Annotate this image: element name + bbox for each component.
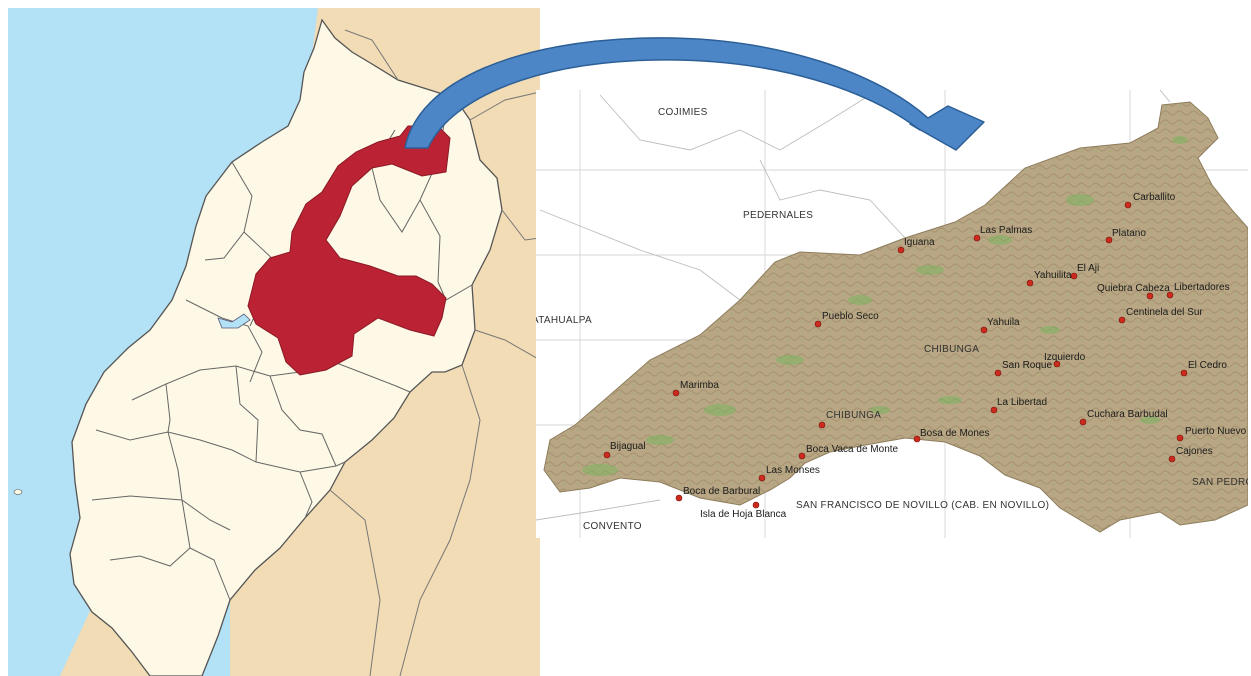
point-el-aji [1070, 272, 1078, 280]
point-san-roque [994, 369, 1002, 377]
place-label-boca-vaca-de-monte: Boca Vaca de Monte [806, 444, 899, 455]
detail-map: COJIMIES PEDERNALES ATAHUALPA CHIBUNGA C… [532, 90, 1251, 538]
neighbor-borders [329, 29, 540, 676]
place-label-san-roque: San Roque [1002, 360, 1052, 371]
arrow-body [404, 37, 985, 151]
place-label-las-monses: Las Monses [766, 465, 820, 476]
place-label-bijagual: Bijagual [610, 441, 646, 452]
place-label-libertadores: Libertadores [1174, 282, 1230, 293]
point-cuchara-barbudal [1079, 418, 1087, 426]
settlement-points [603, 201, 1188, 509]
place-label-puerto-nuevo: Puerto Nuevo [1185, 426, 1247, 437]
islet [13, 489, 23, 495]
region-label-atahualpa: ATAHUALPA [532, 315, 592, 326]
point-cajones [1168, 455, 1176, 463]
point-boca-vaca-de-monte [798, 452, 806, 460]
region-label-chibunga-south: CHIBUNGA [826, 410, 881, 421]
point-la-libertad [990, 406, 998, 414]
point-las-palmas [973, 234, 981, 242]
place-labels: Carballito Las Palmas Iguana Platano El … [610, 192, 1247, 520]
place-label-bosa-de-mones: Bosa de Mones [920, 428, 990, 439]
place-label-el-aji: El Aji [1077, 263, 1099, 274]
vegetation-patches [582, 136, 1188, 476]
place-label-yahuilita: Yahuilita [1034, 270, 1072, 281]
place-label-marimba: Marimba [680, 380, 719, 391]
place-label-isla-de-hoja-blanca: Isla de Hoja Blanca [700, 509, 787, 520]
place-label-la-libertad: La Libertad [997, 397, 1047, 408]
place-label-carballito: Carballito [1133, 192, 1176, 203]
place-label-quiebra-cabeza: Quiebra Cabeza [1097, 283, 1170, 294]
place-label-platano: Platano [1112, 228, 1146, 239]
point-las-monses [758, 474, 766, 482]
point-bosa-de-mones [913, 435, 921, 443]
point-isla-de-hoja-blanca [752, 501, 760, 509]
point-quiebra-cabeza [1146, 292, 1154, 300]
region-labels: COJIMIES PEDERNALES ATAHUALPA CHIBUNGA C… [532, 107, 1251, 532]
point-platano [1105, 236, 1113, 244]
point-libertadores [1166, 291, 1174, 299]
river-estuary [217, 313, 251, 329]
region-label-chibunga-center: CHIBUNGA [924, 344, 979, 355]
place-label-el-cedro: El Cedro [1188, 360, 1227, 371]
region-label-pedernales: PEDERNALES [743, 210, 813, 221]
highlighted-canton [247, 125, 451, 376]
point-chibunga [818, 421, 826, 429]
point-puerto-nuevo [1176, 434, 1184, 442]
point-iguana [897, 246, 905, 254]
point-carballito [1124, 201, 1132, 209]
point-yahuila [980, 326, 988, 334]
parish-borders [536, 90, 1171, 521]
place-label-las-palmas: Las Palmas [980, 225, 1032, 236]
place-label-izquierdo: Izquierdo [1044, 352, 1086, 363]
region-label-convento: CONVENTO [583, 521, 642, 532]
point-boca-de-barbural [675, 494, 683, 502]
place-label-cuchara-barbudal: Cuchara Barbudal [1087, 409, 1168, 420]
overview-map [8, 8, 540, 676]
place-label-cajones: Cajones [1176, 446, 1213, 457]
region-label-cojimies: COJIMIES [658, 107, 708, 118]
place-label-pueblo-seco: Pueblo Seco [822, 311, 879, 322]
place-label-boca-de-barbural: Boca de Barbural [683, 486, 760, 497]
curved-arrow [404, 37, 985, 151]
point-bijagual [603, 451, 611, 459]
point-el-cedro [1180, 369, 1188, 377]
point-centinela-del-sur [1118, 316, 1126, 324]
region-label-san-pedro: SAN PEDRO [1192, 477, 1251, 488]
point-pueblo-seco [814, 320, 822, 328]
place-label-centinela-del-sur: Centinela del Sur [1126, 307, 1203, 318]
point-yahuilita [1026, 279, 1034, 287]
region-label-san-francisco: SAN FRANCISCO DE NOVILLO (CAB. EN NOVILL… [796, 500, 1049, 511]
place-label-yahuila: Yahuila [987, 317, 1020, 328]
point-marimba [672, 389, 680, 397]
place-label-iguana: Iguana [904, 237, 935, 248]
point-izquierdo [1053, 360, 1061, 368]
